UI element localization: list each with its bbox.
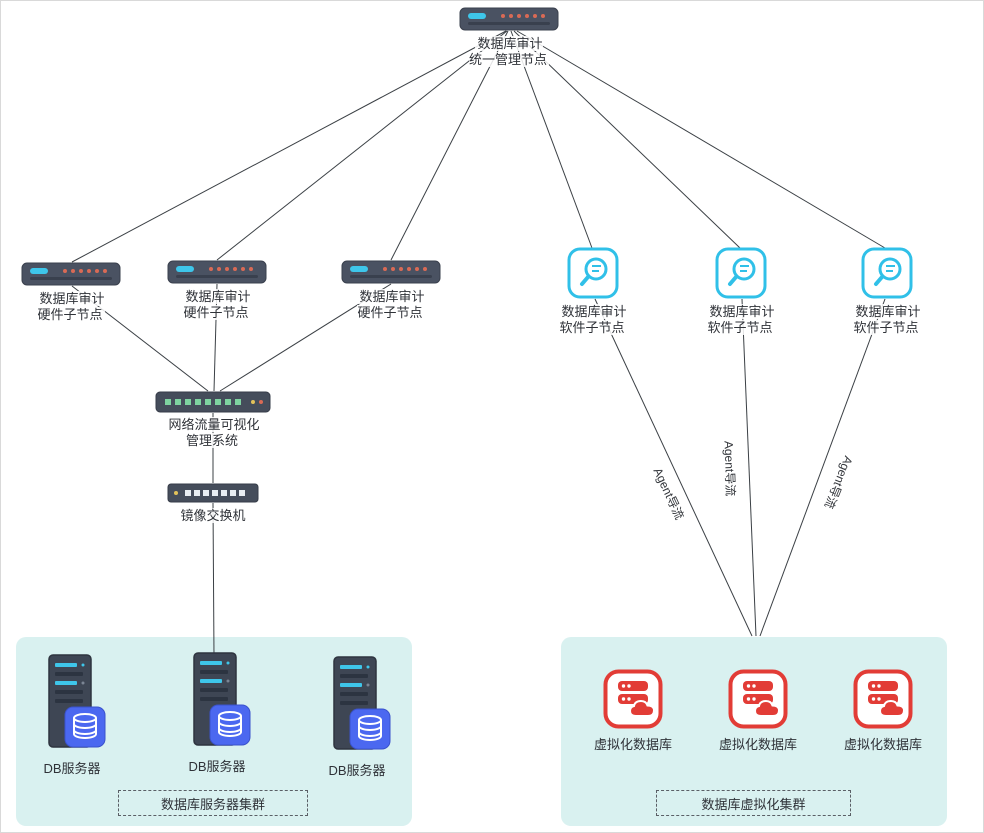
db-server-1: DB服务器	[27, 653, 117, 777]
db-server-3-label: DB服务器	[328, 763, 386, 778]
connector-line	[216, 30, 508, 261]
connector-line	[510, 30, 593, 249]
software-subnode-3-label: 数据库审计 软件子节点	[853, 304, 921, 335]
edge-group	[71, 30, 886, 658]
db-server-2: DB服务器	[172, 651, 262, 775]
switch-ports-icon	[155, 391, 271, 413]
database-cloud-icon	[603, 669, 663, 729]
connector-line	[513, 30, 741, 249]
virtualization-cluster-container	[561, 637, 947, 826]
rack-server-icon	[21, 262, 121, 286]
connector-line	[212, 502, 215, 658]
virtual-database-1: 虚拟化数据库	[578, 669, 688, 753]
audit-magnifier-icon	[567, 247, 619, 299]
software-subnode-1-label: 数据库审计 软件子节点	[559, 304, 627, 335]
connector-line	[71, 30, 507, 263]
virtual-database-3-label: 虚拟化数据库	[843, 737, 922, 752]
network-visualization-label: 网络流量可视化 管理系统	[166, 417, 260, 448]
connector-line-agent-3	[759, 298, 886, 637]
management-node-label: 数据库审计 统一管理节点	[468, 36, 549, 67]
virtual-database-2-label: 虚拟化数据库	[718, 737, 797, 752]
connector-line	[390, 30, 509, 261]
database-cloud-icon	[728, 669, 788, 729]
virtualization-cluster-title: 数据库虚拟化集群	[656, 790, 851, 816]
software-subnode-2-label: 数据库审计 软件子节点	[707, 304, 775, 335]
connector-line-agent-2	[741, 298, 757, 637]
virtual-database-2: 虚拟化数据库	[703, 669, 813, 753]
virtual-database-1-label: 虚拟化数据库	[593, 737, 672, 752]
rack-server-icon	[341, 260, 441, 284]
database-cloud-icon	[853, 669, 913, 729]
hardware-subnode-3-label: 数据库审计 硬件子节点	[357, 289, 425, 320]
virtual-database-3: 虚拟化数据库	[828, 669, 938, 753]
db-server-1-label: DB服务器	[43, 761, 101, 776]
hardware-subnode-1-label: 数据库审计 硬件子节点	[37, 291, 105, 322]
connector-line	[516, 30, 886, 249]
hardware-subnode-2-label: 数据库审计 硬件子节点	[183, 289, 251, 320]
server-tower-database-icon	[48, 654, 106, 748]
server-tower-database-icon	[193, 652, 251, 746]
rack-server-icon	[459, 7, 559, 31]
server-tower-database-icon	[333, 656, 391, 750]
rack-server-icon	[167, 260, 267, 284]
audit-magnifier-icon	[715, 247, 767, 299]
database-cluster-title: 数据库服务器集群	[118, 790, 308, 816]
connector-line-agent-1	[594, 298, 753, 637]
mirror-switch-label: 镜像交换机	[178, 508, 248, 523]
edge-label-agent-flow-2: Agent导流	[720, 435, 740, 502]
audit-magnifier-icon	[861, 247, 913, 299]
switch-ports-icon	[167, 483, 259, 503]
db-server-2-label: DB服务器	[188, 759, 246, 774]
db-server-3: DB服务器	[312, 655, 402, 779]
